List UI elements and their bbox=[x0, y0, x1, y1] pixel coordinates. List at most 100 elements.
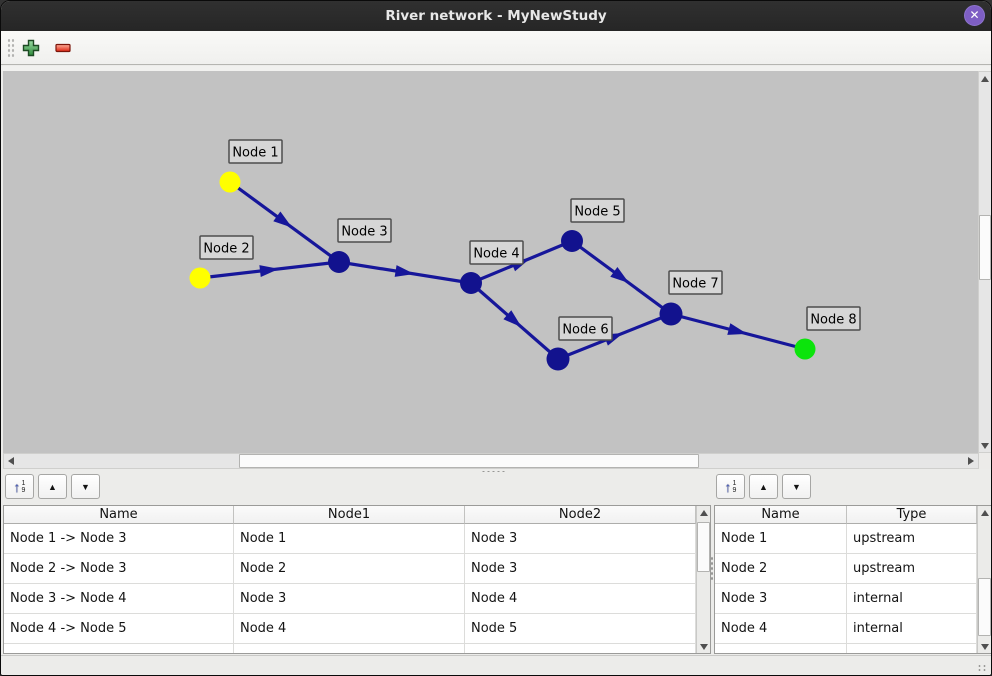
scroll-up-button[interactable] bbox=[978, 506, 991, 519]
title-bar[interactable]: River network - MyNewStudy ✕ bbox=[1, 1, 991, 31]
graph-node-node-4[interactable] bbox=[460, 272, 482, 294]
node-label-box-node-6[interactable] bbox=[558, 316, 613, 341]
reaches-move-up-button[interactable]: ▲ bbox=[38, 474, 67, 499]
scroll-down-button[interactable] bbox=[979, 439, 991, 452]
node-label-node-7: Node 7 bbox=[672, 277, 718, 292]
table-cell[interactable]: Node 1 -> Node 3 bbox=[4, 524, 234, 554]
plus-icon bbox=[22, 39, 40, 57]
vertical-scroll-thumb[interactable] bbox=[979, 215, 991, 280]
table-cell[interactable]: Node 3 bbox=[465, 554, 696, 584]
graph-node-node-8[interactable] bbox=[794, 338, 816, 360]
graph-node-node-5[interactable] bbox=[561, 230, 583, 252]
resize-grip-icon[interactable] bbox=[977, 664, 988, 673]
vertical-scroll-thumb[interactable] bbox=[978, 578, 991, 636]
node-label-node-2: Node 2 bbox=[203, 242, 249, 257]
table-cell[interactable]: internal bbox=[847, 614, 977, 644]
scroll-left-button[interactable] bbox=[4, 454, 18, 468]
toolbar-drag-handle[interactable] bbox=[7, 38, 15, 59]
arrow-down-icon bbox=[980, 643, 989, 650]
arrow-left-icon bbox=[8, 457, 14, 465]
splitter-handle-icon bbox=[481, 470, 507, 473]
table-cell[interactable]: Node 5 bbox=[465, 614, 696, 644]
scroll-right-button[interactable] bbox=[964, 454, 978, 468]
table-cell[interactable]: Node 3 bbox=[465, 524, 696, 554]
table-cell[interactable]: Node 4 bbox=[465, 584, 696, 614]
table-cell[interactable]: Node 3 bbox=[234, 584, 465, 614]
table-cell[interactable]: Node 4 -> Node 5 bbox=[4, 614, 234, 644]
reaches-table-scrollbar[interactable] bbox=[696, 506, 710, 653]
table-cell[interactable]: Node 4 bbox=[715, 614, 847, 644]
vertical-scroll-thumb[interactable] bbox=[697, 522, 710, 572]
table-row-partial bbox=[4, 644, 696, 653]
table-cell[interactable]: internal bbox=[847, 584, 977, 614]
table-cell[interactable]: Node 1 bbox=[234, 524, 465, 554]
window-title: River network - MyNewStudy bbox=[385, 8, 607, 24]
scroll-down-button[interactable] bbox=[978, 640, 991, 653]
table-cell[interactable]: Node 4 bbox=[234, 614, 465, 644]
graph-node-node-1[interactable] bbox=[219, 171, 241, 193]
remove-button[interactable] bbox=[53, 39, 73, 59]
add-button[interactable] bbox=[21, 39, 41, 59]
graph-node-node-2[interactable] bbox=[189, 267, 211, 289]
table-cell[interactable]: Node 2 bbox=[715, 554, 847, 584]
node-label-node-6: Node 6 bbox=[562, 323, 608, 338]
graph-node-node-6[interactable] bbox=[546, 347, 570, 371]
scroll-up-button[interactable] bbox=[979, 72, 991, 85]
node-label-box-node-1[interactable] bbox=[228, 139, 283, 164]
node-label-node-8: Node 8 bbox=[810, 313, 856, 328]
node-label-box-node-5[interactable] bbox=[570, 198, 625, 223]
node-label-box-node-3[interactable] bbox=[337, 218, 392, 243]
scroll-up-button[interactable] bbox=[697, 506, 710, 519]
move-up-icon: ▲ bbox=[48, 481, 57, 492]
graph-node-node-7[interactable] bbox=[659, 302, 683, 326]
node-label-box-node-8[interactable] bbox=[806, 306, 861, 331]
graph-node-node-3[interactable] bbox=[328, 251, 350, 273]
column-header-node1[interactable]: Node1 bbox=[234, 506, 465, 524]
table-cell bbox=[715, 644, 847, 653]
canvas-vertical-scrollbar[interactable] bbox=[978, 71, 991, 453]
nodes-move-down-button[interactable]: ▼ bbox=[782, 474, 811, 499]
table-cell[interactable]: upstream bbox=[847, 554, 977, 584]
nodes-table-scrollbar[interactable] bbox=[977, 506, 991, 653]
table-cell[interactable]: Node 2 bbox=[234, 554, 465, 584]
column-header-name[interactable]: Name bbox=[4, 506, 234, 524]
nodes-move-up-button[interactable]: ▲ bbox=[749, 474, 778, 499]
panel-splitter[interactable] bbox=[1, 469, 991, 474]
table-cell bbox=[234, 644, 465, 653]
table-splitter-handle-icon[interactable] bbox=[710, 556, 714, 580]
table-cell[interactable]: Node 3 bbox=[715, 584, 847, 614]
column-header-type[interactable]: Type bbox=[847, 506, 977, 524]
node-label-box-node-7[interactable] bbox=[668, 270, 723, 295]
table-cell[interactable]: Node 3 -> Node 4 bbox=[4, 584, 234, 614]
table-cell[interactable]: Node 1 bbox=[715, 524, 847, 554]
close-button[interactable]: ✕ bbox=[964, 5, 985, 26]
toolbar-separator bbox=[1, 66, 991, 71]
canvas-horizontal-scrollbar[interactable] bbox=[3, 453, 979, 469]
column-header-node2[interactable]: Node2 bbox=[465, 506, 696, 524]
node-label-box-node-2[interactable] bbox=[199, 235, 254, 260]
horizontal-scroll-thumb[interactable] bbox=[239, 454, 699, 468]
node-label-box-node-4[interactable] bbox=[469, 240, 524, 265]
table-cell bbox=[847, 644, 977, 653]
table-cell[interactable]: upstream bbox=[847, 524, 977, 554]
column-header-name[interactable]: Name bbox=[715, 506, 847, 524]
reaches-move-down-button[interactable]: ▼ bbox=[71, 474, 100, 499]
table-cell[interactable]: Node 2 -> Node 3 bbox=[4, 554, 234, 584]
edge-arrow-icon bbox=[610, 267, 630, 284]
scroll-down-button[interactable] bbox=[697, 640, 710, 653]
